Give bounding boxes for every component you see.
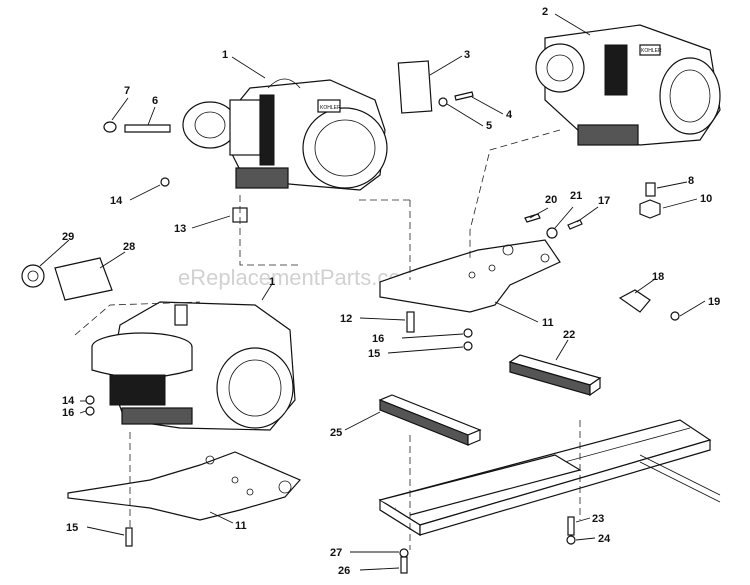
frame [378, 419, 721, 537]
callout-12: 12 [340, 313, 352, 325]
callout-21: 21 [570, 190, 582, 202]
callout-4: 4 [506, 109, 513, 121]
callout-25: 25 [330, 427, 342, 439]
callout-17: 17 [598, 195, 610, 207]
callout-16b: 16 [62, 407, 74, 419]
small-parts [21, 60, 680, 574]
callout-1a: 1 [222, 49, 228, 61]
callout-19: 19 [708, 296, 720, 308]
callout-20: 20 [545, 194, 557, 206]
callout-14a: 14 [110, 195, 123, 207]
callout-3: 3 [464, 49, 470, 61]
callout-10: 10 [700, 193, 712, 205]
callout-7: 7 [124, 85, 130, 97]
engine-top-left: KOHLER [182, 78, 388, 191]
callout-6: 6 [152, 95, 158, 107]
callout-1b: 1 [269, 276, 275, 288]
callout-16a: 16 [372, 333, 384, 345]
engine-badge-2: KOHLER [641, 48, 662, 54]
channel-22 [508, 354, 602, 397]
callout-15b: 15 [66, 522, 78, 534]
callout-14b: 14 [62, 395, 75, 407]
engine-badge-1: KOHLER [320, 105, 341, 111]
channel-25 [378, 394, 482, 446]
callout-23: 23 [592, 513, 604, 525]
callouts: 1 2 3 4 5 6 7 8 10 11 11 12 13 14 14 15 … [62, 6, 720, 577]
watermark-text: eReplacementParts.com [178, 265, 419, 290]
callout-29: 29 [62, 231, 74, 243]
mounting-plate-center [379, 239, 561, 313]
callout-11a: 11 [542, 317, 554, 329]
callout-26: 26 [338, 565, 350, 577]
callout-2: 2 [542, 6, 548, 18]
callout-27: 27 [330, 547, 342, 559]
callout-18: 18 [652, 271, 664, 283]
callout-13: 13 [174, 223, 186, 235]
callout-22: 22 [563, 329, 575, 341]
callout-24: 24 [598, 533, 611, 545]
callout-15a: 15 [368, 348, 380, 360]
mounting-plate-bottom [67, 451, 301, 521]
assembly-lines [74, 129, 581, 550]
callout-5: 5 [486, 120, 492, 132]
callout-11b: 11 [235, 520, 247, 532]
engine-bottom-left [91, 301, 296, 431]
engine-top-right: KOHLER [535, 24, 721, 146]
callout-28: 28 [123, 241, 135, 253]
leader-lines [39, 13, 706, 571]
callout-8: 8 [688, 175, 694, 187]
